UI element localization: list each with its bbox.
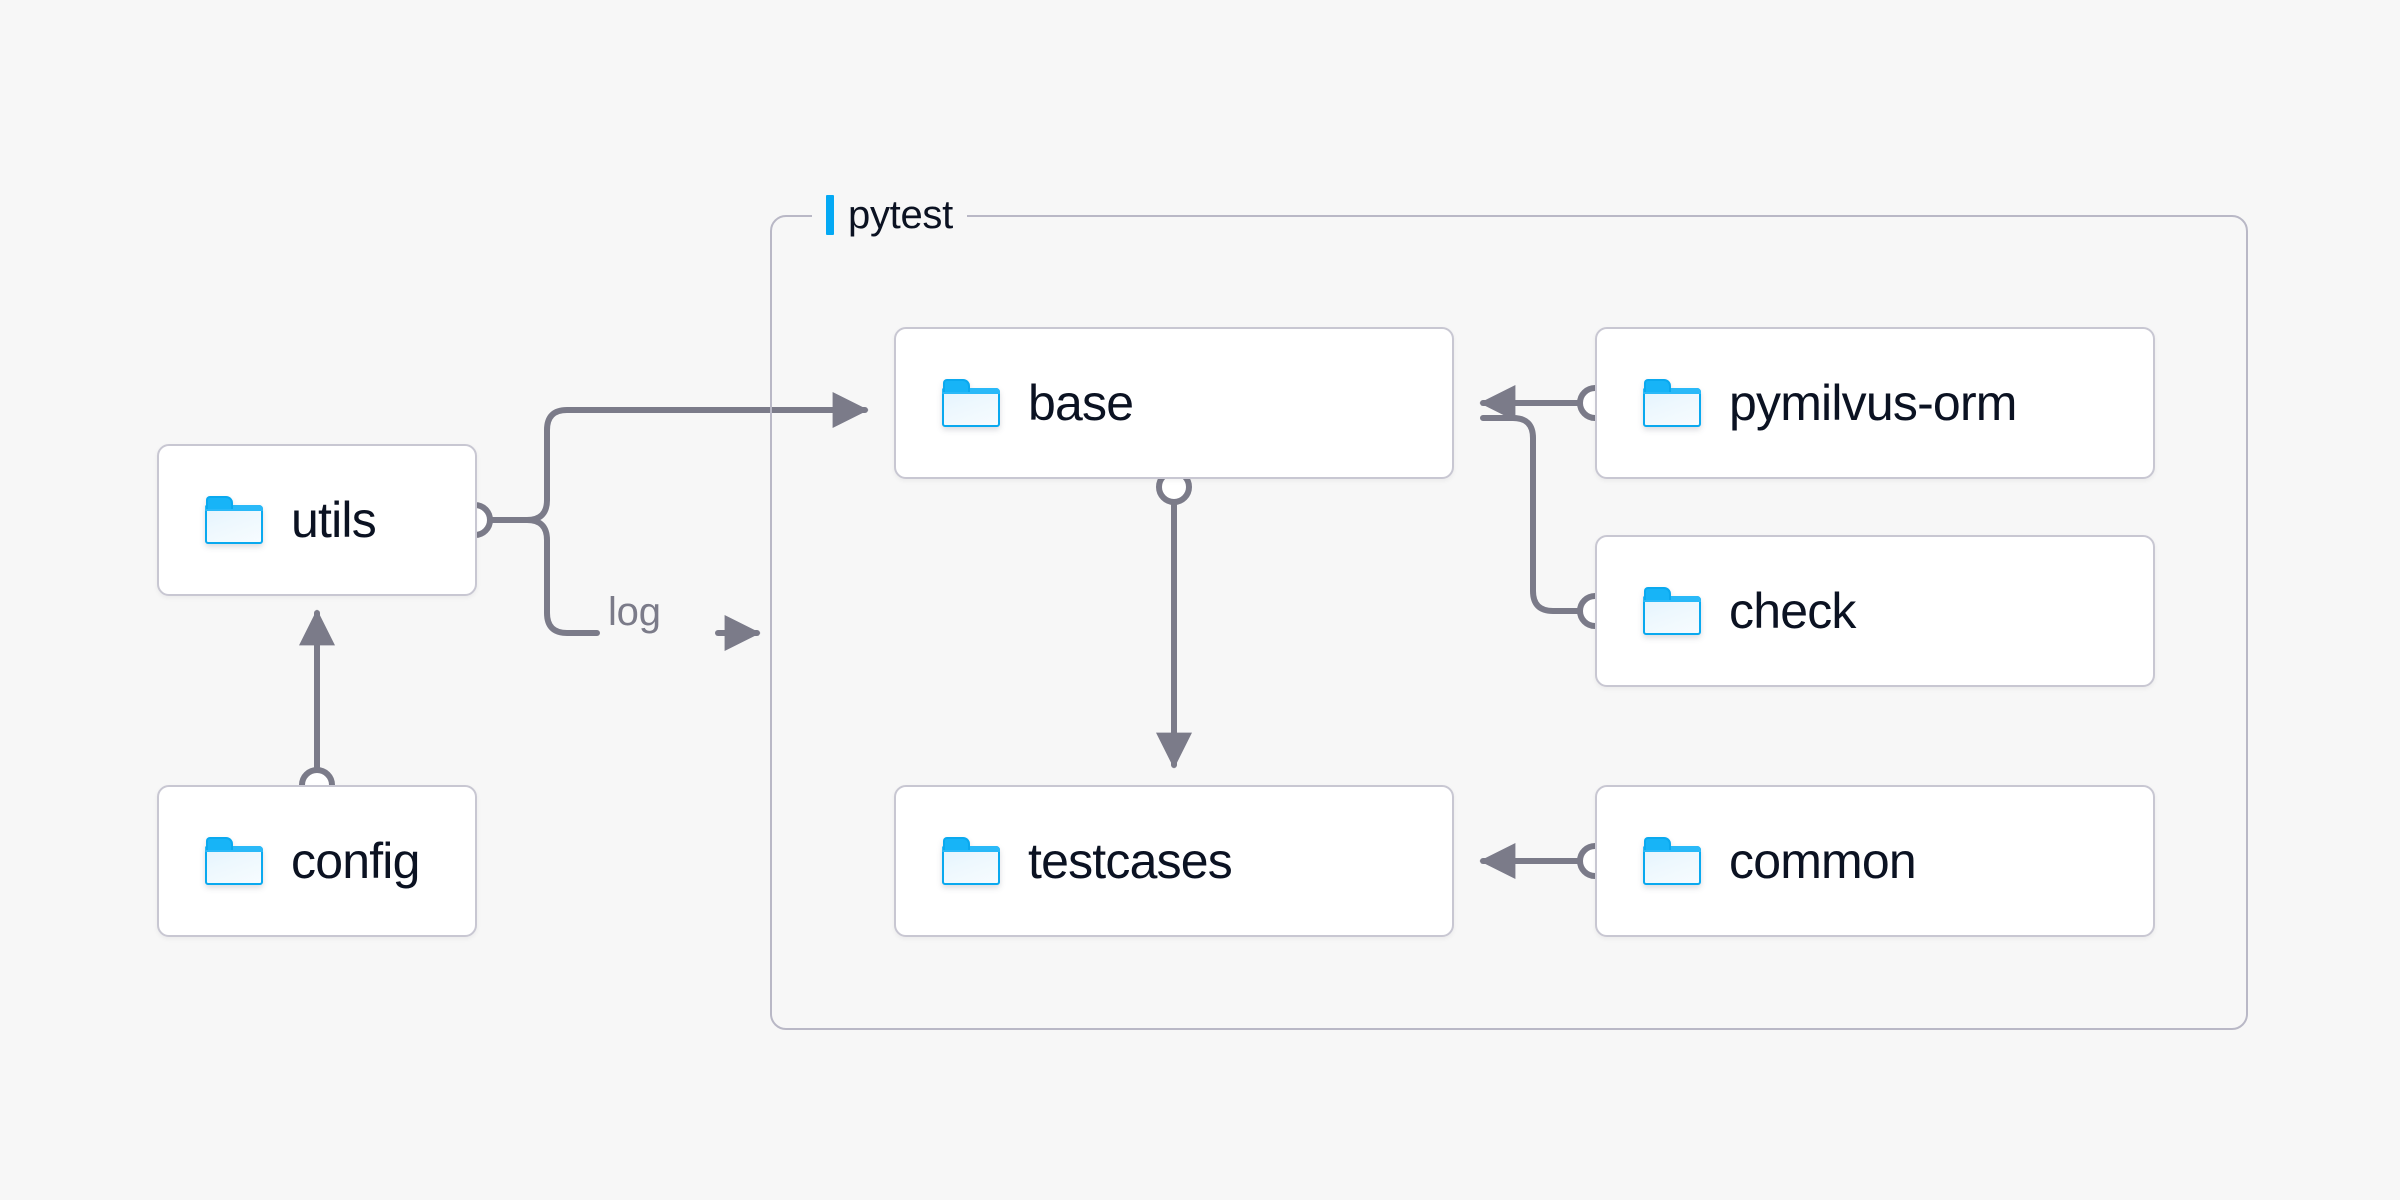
folder-icon: [942, 379, 1000, 427]
node-label-utils: utils: [291, 492, 377, 548]
node-check[interactable]: check: [1595, 535, 2155, 687]
node-label-pymilvus-orm: pymilvus-orm: [1729, 375, 2017, 431]
node-label-base: base: [1028, 375, 1134, 431]
node-pymilvus-orm[interactable]: pymilvus-orm: [1595, 327, 2155, 479]
folder-icon: [1643, 837, 1701, 885]
group-pytest-title: pytest: [812, 193, 967, 237]
node-label-config: config: [291, 833, 420, 889]
folder-icon: [1643, 379, 1701, 427]
group-title-label: pytest: [848, 192, 953, 237]
node-label-testcases: testcases: [1028, 833, 1233, 889]
node-label-common: common: [1729, 833, 1917, 889]
node-config[interactable]: config: [157, 785, 477, 937]
node-utils[interactable]: utils: [157, 444, 477, 596]
node-base[interactable]: base: [894, 327, 1454, 479]
node-common[interactable]: common: [1595, 785, 2155, 937]
folder-icon: [205, 496, 263, 544]
node-label-check: check: [1729, 583, 1856, 639]
folder-icon: [205, 837, 263, 885]
folder-icon: [942, 837, 1000, 885]
edge-utils-to-log: [485, 517, 600, 636]
folder-icon: [1643, 587, 1701, 635]
group-pytest[interactable]: [770, 215, 2248, 1030]
group-accent-bar: [826, 195, 834, 235]
edge-label-log: log: [600, 592, 669, 632]
node-testcases[interactable]: testcases: [894, 785, 1454, 937]
